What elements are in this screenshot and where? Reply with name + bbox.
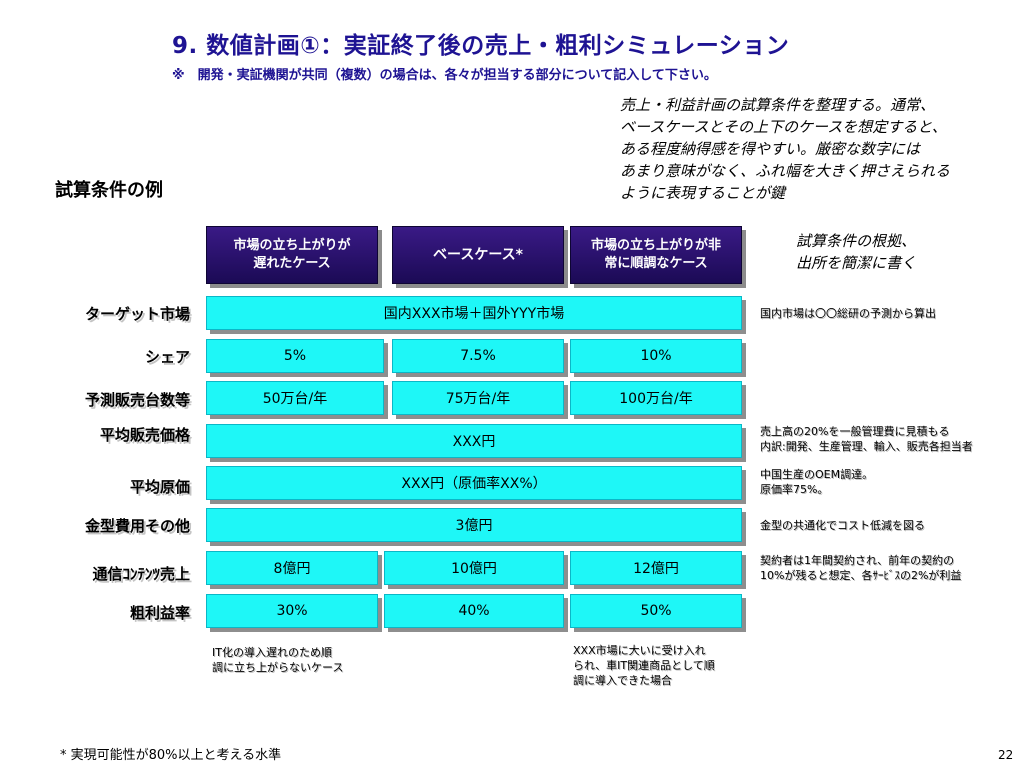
row-label-avg-price: 平均販売価格 <box>99 426 190 444</box>
intro-line: 売上・利益計画の試算条件を整理する。通常、 <box>620 96 936 114</box>
cell-share-slow: 5% <box>206 339 384 373</box>
note-fast-case: XXX市場に大いに受け入れ られ、車IT関連商品として順 調に導入できた場合 <box>573 643 715 688</box>
note-line: 内訳:開発、生産管理、輸入、販売各担当者 <box>760 440 973 453</box>
note-line: られ、車IT関連商品として順 <box>573 659 715 672</box>
cell-margin-slow: 30% <box>206 594 378 628</box>
note-line: 中国生産のOEM調達。 <box>760 468 874 481</box>
page-title: 9. 数値計画①：実証終了後の売上・粗利シミュレーション <box>172 33 790 59</box>
note-line: XXX市場に大いに受け入れ <box>573 644 706 657</box>
page-subtitle: ※ 開発・実証機関が共同（複数）の場合は、各々が担当する部分について記入して下さ… <box>172 68 717 83</box>
basis-note-line: 試算条件の根拠、 <box>796 232 917 250</box>
header-line: ベースケース* <box>433 247 523 263</box>
intro-line: ある程度納得感を得やすい。厳密な数字には <box>620 140 921 158</box>
row-label-avg-cost: 平均原価 <box>129 478 190 496</box>
header-line: 市場の立ち上がりが <box>233 238 351 253</box>
row-label-share: シェア <box>144 348 190 366</box>
header-base-case: ベースケース* <box>392 226 564 284</box>
row-label-target-market: ターゲット市場 <box>84 305 190 323</box>
cell-units-slow: 50万台/年 <box>206 381 384 415</box>
footnote: * 実現可能性が80%以上と考える水準 <box>60 748 282 763</box>
note-line: IT化の導入遅れのため順 <box>212 646 332 659</box>
section-title: 試算条件の例 <box>55 180 163 201</box>
cell-share-base: 7.5% <box>392 339 564 373</box>
header-slow-case: 市場の立ち上がりが 遅れたケース <box>206 226 378 284</box>
row-label-content-sales: 通信ｺﾝﾃﾝﾂ売上 <box>92 565 190 583</box>
page-number: 22 <box>998 748 1014 762</box>
cell-margin-base: 40% <box>384 594 564 628</box>
note-line: 原価率75%。 <box>760 483 829 496</box>
intro-line: ベースケースとその上下のケースを想定すると、 <box>620 118 947 136</box>
note-line: 10%が残ると想定、各ｻｰﾋﾞｽの2%が利益 <box>760 569 962 582</box>
basis-note-line: 出所を簡潔に書く <box>796 254 917 272</box>
cell-avg-price: XXX円 <box>206 424 742 458</box>
note-line: 金型の共通化でコスト低減を図る <box>760 519 925 532</box>
cell-target-market: 国内XXX市場＋国外YYY市場 <box>206 296 742 330</box>
note-line: 調に導入できた場合 <box>573 674 672 687</box>
cell-units-fast: 100万台/年 <box>570 381 742 415</box>
row-label-mold-cost: 金型費用その他 <box>84 517 190 535</box>
intro-text: 売上・利益計画の試算条件を整理する。通常、 ベースケースとその上下のケースを想定… <box>620 94 1020 204</box>
cell-mold-cost: 3億円 <box>206 508 742 542</box>
note-mold-cost: 金型の共通化でコスト低減を図る <box>760 518 925 533</box>
header-line: 遅れたケース <box>253 256 331 271</box>
cell-margin-fast: 50% <box>570 594 742 628</box>
header-line: 常に順調なケース <box>604 256 708 271</box>
row-label-forecast-units: 予測販売台数等 <box>84 391 190 409</box>
note-avg-cost: 中国生産のOEM調達。 原価率75%。 <box>760 467 873 497</box>
intro-line: あまり意味がなく、ふれ幅を大きく押さえられる <box>620 162 951 180</box>
cell-content-fast: 12億円 <box>570 551 742 585</box>
cell-avg-cost: XXX円（原価率XX%） <box>206 466 742 500</box>
note-target-market: 国内市場は〇〇総研の予測から算出 <box>760 306 936 321</box>
cell-share-fast: 10% <box>570 339 742 373</box>
note-line: 売上高の20%を一般管理費に見積もる <box>760 425 950 438</box>
header-line: 市場の立ち上がりが非 <box>590 238 721 253</box>
intro-line: ように表現することが鍵 <box>620 184 786 202</box>
cell-content-base: 10億円 <box>384 551 564 585</box>
cell-content-slow: 8億円 <box>206 551 378 585</box>
note-line: 国内市場は〇〇総研の予測から算出 <box>760 307 936 320</box>
basis-note: 試算条件の根拠、 出所を簡潔に書く <box>796 230 916 274</box>
header-fast-case: 市場の立ち上がりが非 常に順調なケース <box>570 226 742 284</box>
note-avg-price: 売上高の20%を一般管理費に見積もる 内訳:開発、生産管理、輸入、販売各担当者 <box>760 424 973 454</box>
note-content-sales: 契約者は1年間契約され、前年の契約の 10%が残ると想定、各ｻｰﾋﾞｽの2%が利… <box>760 553 961 583</box>
cell-units-base: 75万台/年 <box>392 381 564 415</box>
note-line: 契約者は1年間契約され、前年の契約の <box>760 554 955 567</box>
row-label-gross-margin: 粗利益率 <box>129 604 190 622</box>
note-slow-case: IT化の導入遅れのため順 調に立ち上がらないケース <box>212 645 343 675</box>
note-line: 調に立ち上がらないケース <box>212 661 344 674</box>
